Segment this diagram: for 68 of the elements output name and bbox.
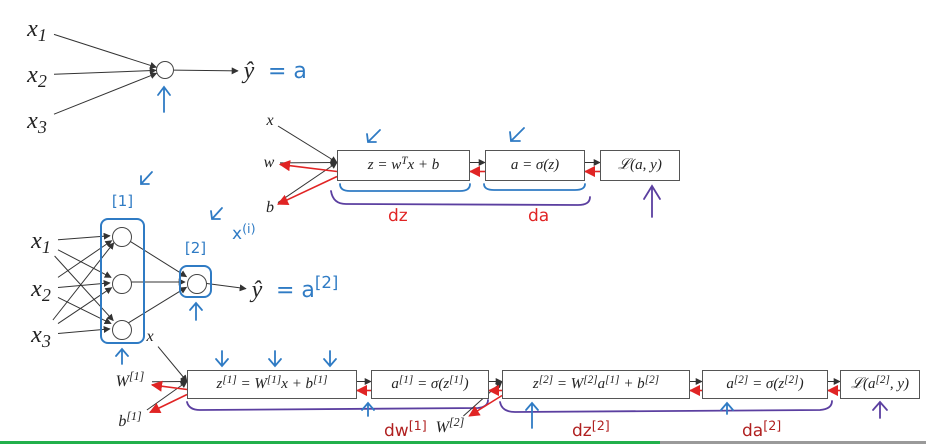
arrow [52,242,114,320]
variable-label: x$_{3}$ [20,106,54,136]
formula-box: z$^{[2]}$ = W$^{[2]}$a$^{[1]}$ + b$^{[2]}$ [502,370,690,399]
formula-box: a$^{[1]}$ = σ(z$^{[1]}$) [371,370,489,399]
variable-label: w [258,152,280,174]
arrow [584,159,601,166]
arrow [58,287,112,324]
arrow [356,384,371,396]
formula-box: z = w$^{T}$x + b [337,150,470,181]
layer-index: [1] [112,191,134,212]
arrow [174,67,239,74]
arrow [278,160,338,172]
arrow [278,126,338,163]
arrow [158,346,188,382]
layer-index: [2] [184,238,206,259]
arrow [488,384,502,396]
arrow [128,240,188,278]
annotation-text: = a [268,58,307,86]
arrow [58,240,112,278]
arrow [54,256,114,322]
annotation-text: x$^{(i)}$ [232,222,256,246]
arrow [488,378,503,385]
arrow [149,394,188,414]
annotation-text: = a$^{[2]}$ [276,274,338,304]
arrow [828,378,841,385]
arrow [58,249,112,278]
formula-box: a$^{[2]}$ = σ(z$^{[2]}$) [702,370,828,399]
variable-label: x$_{2}$ [24,274,58,304]
arrow [468,166,485,178]
arrow [54,34,158,69]
variable-label: x$_{3}$ [24,320,58,350]
variable-label: x [262,110,278,132]
arrow [278,162,338,204]
variable-label: b [262,196,278,220]
variable-label: x [142,326,158,348]
formula-box: a = σ(z) [485,150,585,181]
variable-label: b$^{[1]}$ [110,410,150,434]
arrow [146,381,188,410]
arrow [356,378,372,385]
arrow [826,384,840,396]
variable-label: W$^{[1]}$ [108,370,152,394]
formula-box: ℒ(a$^{[2]}$, y) [840,370,920,399]
annotation-text: dz [388,205,408,228]
arrow [690,378,703,385]
annotation-text: dw$^{[1]}$ [384,419,427,443]
arrow [688,384,702,396]
variable-label: x$_{1}$ [24,226,58,256]
arrow [276,176,338,205]
formula-box: ℒ(a, y) [600,150,680,181]
arrow [58,232,111,240]
annotation-text: da$^{[2]}$ [742,419,782,443]
arrow [54,72,158,115]
arrow [58,326,111,334]
annotation-text: da [528,205,550,228]
arrow [54,67,157,75]
arrow [150,380,188,392]
arrow [152,378,188,386]
arrow [128,286,188,324]
formula-box: z$^{[1]}$ = W$^{[1]}$x + b$^{[1]}$ [187,370,357,399]
arrow [468,394,502,417]
arrow [470,159,486,166]
arrow [58,280,111,288]
annotation-text: dz$^{[2]}$ [572,419,610,443]
variable-label: x$_{2}$ [20,60,54,90]
variable-label: W$^{[2]}$ [428,416,472,440]
arrow [58,296,112,324]
variable-label: x$_{1}$ [20,14,54,44]
arrow [584,166,600,178]
